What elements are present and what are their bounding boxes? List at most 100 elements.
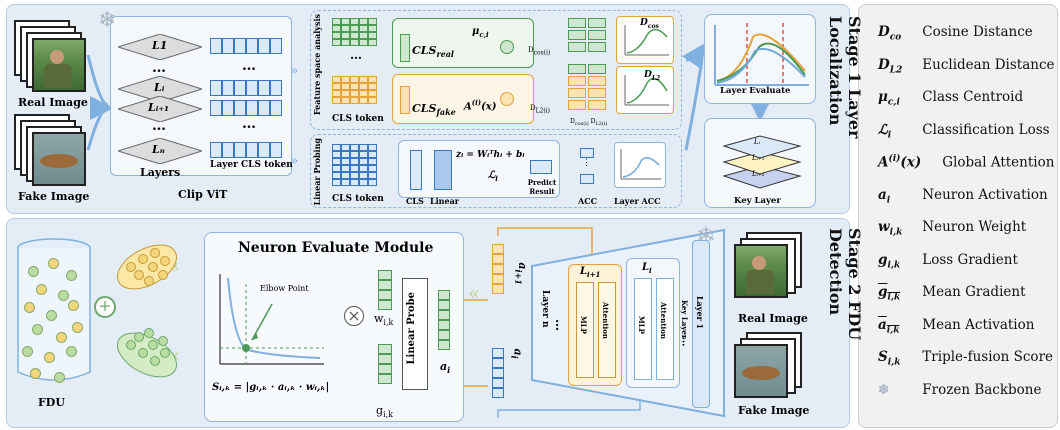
mlp-label-2: MLP [637,316,646,334]
grid-cell [359,179,368,186]
layer-evaluate-label: Layer Evaluate [720,86,791,96]
linear-probing-panel [310,134,682,208]
linear-eq: zᵢ = Wᵢᵀhᵢ + bᵢ [456,150,525,160]
legend-row: DL2 Euclidean Distance [878,57,1055,76]
block-l-i-label: Li [642,262,652,275]
snowflake-icon: ❄ [98,8,117,33]
fdu-dot [44,352,55,363]
yellow-dot [144,276,154,286]
gradient-cell [378,374,392,384]
legend-text: Triple-fusion Score [918,349,1054,365]
grid-cell [341,83,350,90]
orange-activation-cell [492,264,504,274]
cls-token-cell [210,100,222,116]
grid-cell [359,151,368,158]
set-token [568,30,586,40]
green-dot [138,348,148,358]
legend-text: Global Attention [938,154,1055,171]
probe-cls-bar [410,150,422,190]
layer-acc-label: Layer ACC [614,196,661,206]
cls-token-cell [258,142,270,158]
grid-cell [341,18,350,25]
fdu-dot [24,302,35,313]
orange-activation-cell [492,244,504,254]
mlp-bar-2 [634,278,652,380]
cls-token-cell [222,100,234,116]
grid-cell [341,158,350,165]
block-l-i-plus-1-label: Li+1 [580,266,601,279]
grid-cell [350,90,359,97]
legend-text: Cosine Distance [918,24,1033,40]
legend-row: gi,k Mean Gradient [878,284,1026,303]
cls-token-cell [234,142,246,158]
cls-token-cell [246,38,258,54]
blue-activation-cell [492,388,504,398]
legend-text: Mean Gradient [918,284,1026,300]
yellow-dot [160,256,170,266]
blue-activation-cell [492,358,504,368]
yellow-dot [126,262,136,272]
set-token [588,88,606,98]
gradient-cell [378,344,392,354]
legend-row: ℒi Classification Loss [878,122,1050,141]
yellow-dot [148,262,158,272]
attn-bar-2 [656,278,674,380]
attn-label-2: Attention [659,302,668,339]
loss-label: ℒi [488,170,498,183]
legend-symbol: Si,k [878,349,901,368]
elbow-point-label: Elbow Point [260,284,309,293]
svg-text:»: » [290,153,299,169]
mlp-label-1: MLP [579,316,588,334]
activation-cell [438,330,450,340]
cls-token-cell [222,80,234,96]
grid-cell [341,151,350,158]
cls-row-ellipsis: … [242,58,256,74]
grid-cell [368,25,377,32]
cls-token-cell [210,142,222,158]
grid-cell [332,151,341,158]
grid-cell [368,165,377,172]
activation-cell [438,340,450,350]
probe-linear-label: Linear [430,196,459,206]
cls-token-cell [234,100,246,116]
real-image-label: Real Image [18,96,88,109]
activation-cell [438,320,450,330]
fdu-dot [56,332,67,343]
linear-probing-label: Linear Probing [312,138,322,206]
fdu-label: FDU [38,396,65,409]
fake-photo-icon [32,132,86,186]
cls-token-cell [270,38,282,54]
attn-label-1: Attention [601,302,610,339]
yellow-dot [134,270,144,280]
grid-cell [359,25,368,32]
grid-cell [341,179,350,186]
feature-space-panel [310,10,682,130]
cls-token-cell [246,80,258,96]
svg-text:«: « [468,281,480,305]
cls-real-circle [500,40,514,54]
legend-symbol: A(i)(x) [878,154,922,171]
grid-cell [350,158,359,165]
cls-token-cell [210,38,222,54]
grid-cell [359,18,368,25]
clip-vit-label: Clip ViT [178,188,228,201]
layer-diamond-li1: Lᵢ₊₁ [116,95,204,123]
stage2-title: Stage 2 FDU Detection [826,228,864,341]
plus-icon: + [94,296,116,318]
layer-diamond-l1: L1 [116,33,204,61]
d-cos-chart [616,16,674,64]
legend-row: Si,k Triple-fusion Score [878,349,1053,368]
activation-cell [438,310,450,320]
blue-activation-cell [492,368,504,378]
legend-symbol: gi,k [878,284,901,303]
acc-label: ACC [578,196,597,206]
probe-cls-label: CLS [406,196,424,206]
grid-cell [359,158,368,165]
green-dot [144,328,154,338]
probe-linear-bar [434,150,452,190]
grid-cell [341,76,350,83]
grid-cell [368,151,377,158]
grid-cell [332,90,341,97]
cls-real-bar [400,34,410,62]
grid-cell [341,165,350,172]
